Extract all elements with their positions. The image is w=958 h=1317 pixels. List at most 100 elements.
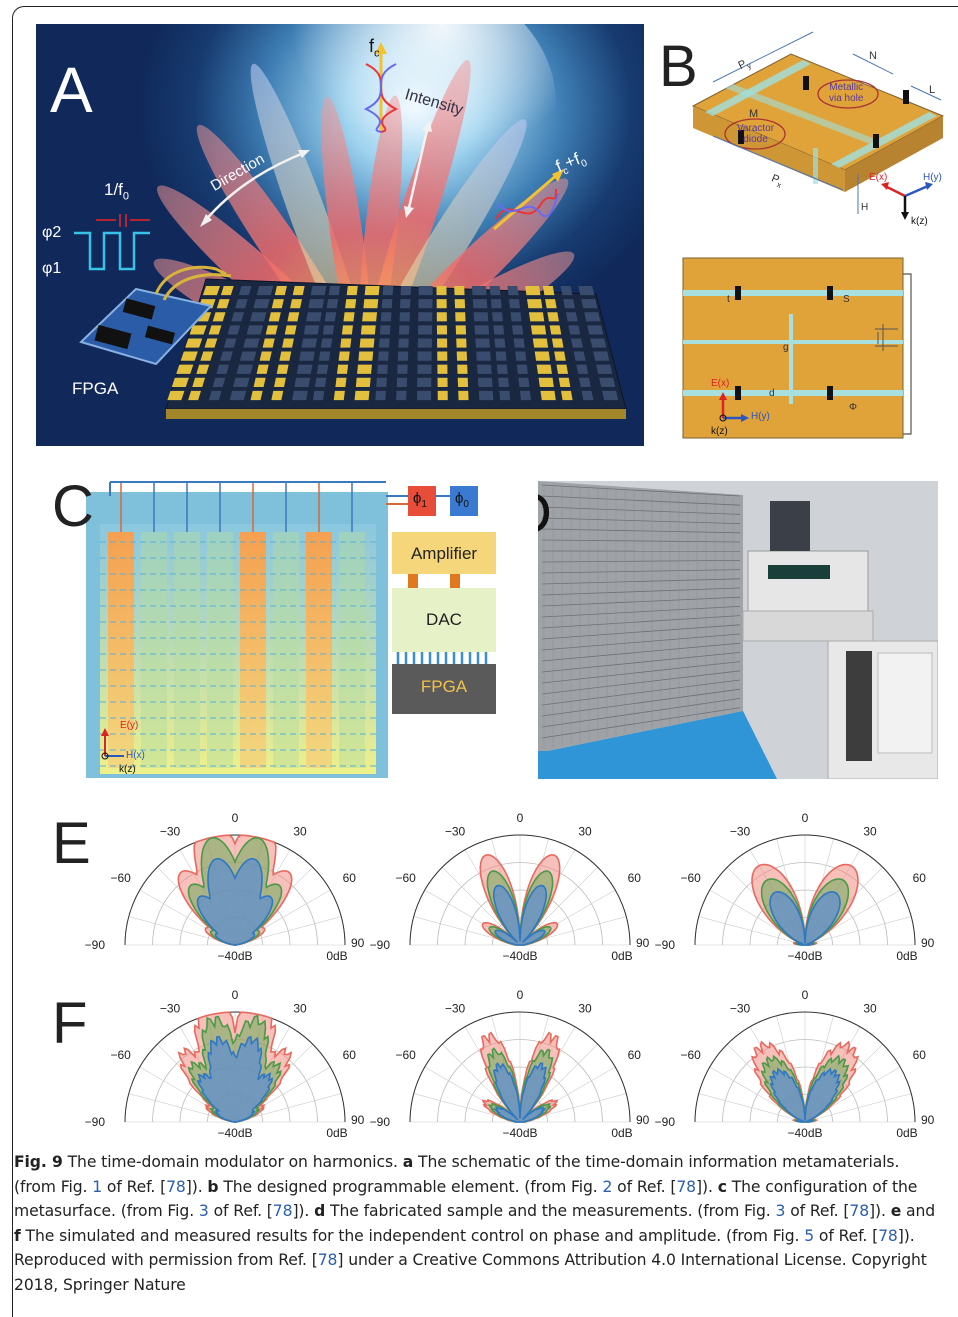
polar-angle-label: −90 xyxy=(655,938,676,952)
polar-angle-label: 60 xyxy=(343,871,357,885)
kz2-label: k(z) xyxy=(711,426,728,437)
caption-fig-link[interactable]: 3 xyxy=(775,1202,786,1220)
period-label: 1/f0 xyxy=(104,180,130,203)
metasurface-board xyxy=(165,278,627,419)
polar-grid-spoke xyxy=(698,916,806,946)
polar-angle-label: −90 xyxy=(370,1115,391,1129)
polar-db-label: 0dB xyxy=(896,949,917,963)
ex-label: E(x) xyxy=(869,172,888,183)
caption-text: of Ref. [ xyxy=(785,1202,850,1220)
polar-grid-spoke xyxy=(519,1044,598,1123)
polar-angle-label: −90 xyxy=(655,1115,676,1129)
caption-ref-link[interactable]: 78 xyxy=(878,1226,898,1245)
polar-angle-label: −60 xyxy=(396,871,417,885)
polar-db-label: 0dB xyxy=(326,949,347,963)
caption-text: ]). xyxy=(696,1177,718,1196)
polar-angle-label: −90 xyxy=(85,938,106,952)
panel-letter-d: D xyxy=(538,485,552,543)
polar-angle-label: 60 xyxy=(628,871,642,885)
phi0-block-label: ϕ0 xyxy=(455,490,469,510)
caption-text: and xyxy=(901,1202,936,1220)
intensity-arrow xyxy=(406,125,430,213)
polar-grid-spoke xyxy=(519,867,598,946)
caption-text: The configuration of the metasurface. (f… xyxy=(14,1177,918,1221)
polar-angle-label: 0 xyxy=(232,988,239,1002)
caption-ref-link[interactable]: 78 xyxy=(676,1177,697,1196)
polar-angle-label: 0 xyxy=(232,811,239,825)
polar-angle-label: 0 xyxy=(517,811,524,825)
polar-grid-spoke xyxy=(442,1044,521,1123)
caption-ref-link[interactable]: 78 xyxy=(317,1251,338,1269)
polar-angle-label: 0 xyxy=(802,988,809,1002)
caption-text: ]). xyxy=(185,1177,208,1196)
caption-ref-link[interactable]: 78 xyxy=(272,1202,293,1220)
period-marker xyxy=(96,214,150,227)
s-label: S xyxy=(843,294,850,305)
caption-text: of Ref. [ xyxy=(612,1177,677,1196)
dac-label: DAC xyxy=(426,610,462,629)
polar-angle-label: 90 xyxy=(351,1113,365,1127)
polar-angle-label: −60 xyxy=(681,871,702,885)
polar-angle-label: 30 xyxy=(863,1002,877,1016)
polar-angle-label: 90 xyxy=(921,1113,935,1127)
polar-angle-label: 90 xyxy=(351,936,365,950)
panel-d-photo: D xyxy=(538,481,938,779)
polar-outer-ring xyxy=(694,1011,916,1123)
polar-db-label: −40dB xyxy=(502,949,537,963)
polar-angle-label: −60 xyxy=(681,1048,702,1062)
direction-arrow xyxy=(203,150,307,223)
caption-bold-b: b xyxy=(207,1177,219,1196)
polar-db-label: 0dB xyxy=(611,949,632,963)
caption-fig-link[interactable]: 3 xyxy=(198,1202,209,1220)
polar-db-label: −40dB xyxy=(502,1126,537,1140)
panel-a-illustration xyxy=(74,24,627,419)
panel-letter-a: A xyxy=(50,54,93,126)
caption-fig-link[interactable]: 5 xyxy=(804,1226,815,1245)
polar-trace-blue xyxy=(769,1067,841,1123)
polar-db-label: 0dB xyxy=(611,1126,632,1140)
polar-outer-ring xyxy=(409,834,631,946)
polar-trace-blue xyxy=(769,890,841,946)
polar-angle-label: −90 xyxy=(85,1115,106,1129)
fpga-label-a: FPGA xyxy=(72,379,119,398)
polar-grid-spoke xyxy=(804,916,912,946)
polar-trace-blue xyxy=(196,1035,274,1123)
caption-fig-link[interactable]: 2 xyxy=(602,1177,613,1196)
polar-angle-label: 60 xyxy=(628,1048,642,1062)
caption-ref-link[interactable]: 78 xyxy=(849,1202,870,1220)
caption-ref-link[interactable]: 78 xyxy=(166,1177,186,1196)
polar-grid-spoke xyxy=(804,1093,912,1123)
caption-bold-c: c xyxy=(717,1177,727,1196)
caption-text: The schematic of the time-domain informa… xyxy=(14,1153,900,1196)
polar-grid-spoke xyxy=(698,1093,806,1123)
l-label: L xyxy=(929,84,936,96)
fpga-label-c: FPGA xyxy=(420,677,468,696)
polar-grid-spoke xyxy=(442,867,521,946)
caption-fig-link[interactable]: 1 xyxy=(92,1177,103,1196)
m-label: M xyxy=(749,108,759,120)
n-label: N xyxy=(869,50,877,62)
figure-frame xyxy=(12,6,958,1317)
polar-angle-label: 60 xyxy=(913,871,927,885)
caption-bold-a: a xyxy=(402,1153,414,1171)
t-label: t xyxy=(727,294,730,305)
caption-text: ]). xyxy=(869,1202,891,1220)
panel-letter-c: C xyxy=(52,474,94,539)
caption-text: The simulated and measured results for t… xyxy=(20,1226,805,1245)
caption-text: ] under a Creative Commons Attribution 4… xyxy=(14,1251,927,1294)
panel-a-schematic: A fc Intensity Direction fc+f0 1/f0 φ2 φ… xyxy=(36,24,644,446)
polar-angle-label: 30 xyxy=(293,1002,307,1016)
panel-letter-e: E xyxy=(52,811,91,876)
phi1-label: φ1 xyxy=(42,260,62,277)
polar-angle-label: 30 xyxy=(293,825,307,839)
ey-label: E(y) xyxy=(120,720,139,731)
d-label: d xyxy=(769,388,775,399)
panel-b-illustration xyxy=(682,31,945,439)
polar-db-label: 0dB xyxy=(326,1126,347,1140)
fc-f0-wave xyxy=(493,169,564,231)
